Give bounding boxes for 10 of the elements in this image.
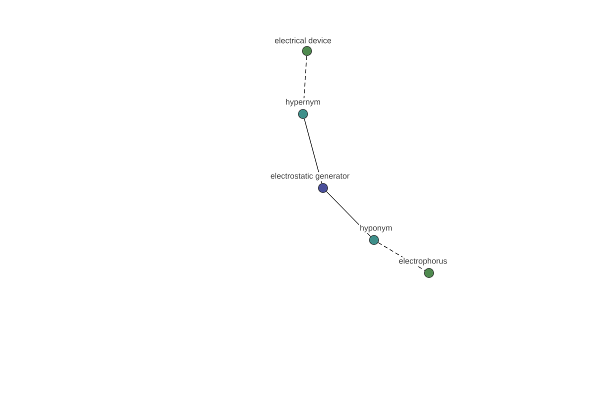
node-label: electrical device (274, 36, 332, 44)
node-label: hyponym (358, 224, 394, 234)
graph-node (424, 268, 434, 278)
node-label: electrophorus (398, 257, 448, 266)
graph-node (369, 235, 379, 245)
graph-node (298, 109, 308, 119)
node-label: electrostatic generator (270, 172, 350, 182)
graph-node (302, 46, 312, 56)
graph-node (318, 183, 328, 193)
node-label: hypernym (284, 98, 322, 108)
